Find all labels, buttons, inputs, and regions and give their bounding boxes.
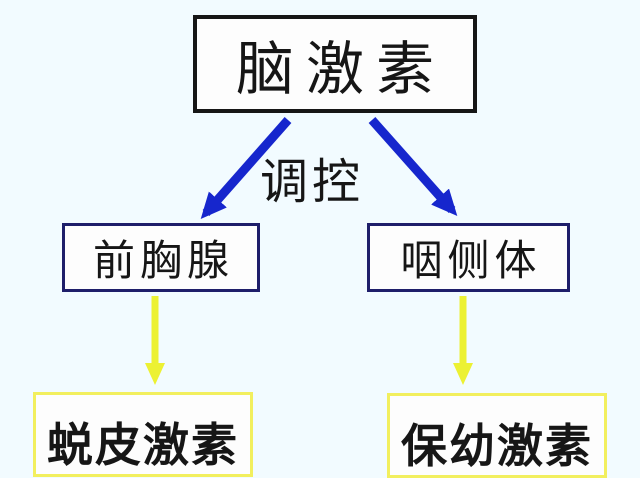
node-brain-hormone: 脑激素 [193, 15, 477, 113]
node-corpus-allatum-label: 咽侧体 [400, 236, 542, 285]
diagram-canvas: 脑激素 调控 前胸腺 咽侧体 蜕皮激素 保幼激素 [33, 15, 607, 478]
node-prothoracic-gland-label: 前胸腺 [92, 236, 234, 285]
node-prothoracic-gland: 前胸腺 [62, 223, 260, 292]
node-juvenile-hormone-label: 保幼激素 [401, 419, 593, 473]
node-brain-hormone-label: 脑激素 [235, 35, 446, 103]
node-molting-hormone-label: 蜕皮激素 [47, 418, 239, 472]
node-corpus-allatum: 咽侧体 [367, 223, 570, 292]
node-molting-hormone: 蜕皮激素 [33, 392, 253, 477]
arrow-brain-to-corpus-allatum-icon [368, 117, 458, 216]
node-juvenile-hormone: 保幼激素 [387, 393, 607, 478]
edge-label-regulation: 调控 [260, 154, 365, 210]
